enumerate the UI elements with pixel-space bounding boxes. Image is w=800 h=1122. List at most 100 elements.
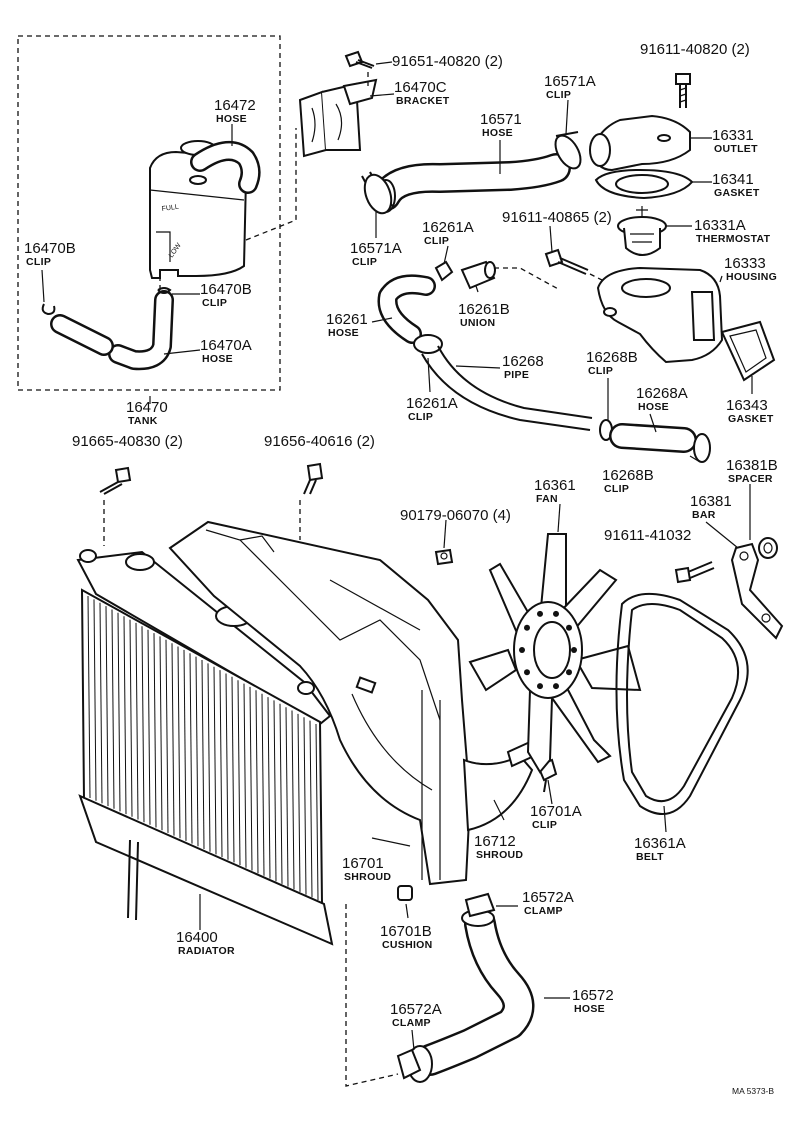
callout-91611-40820: 91611-40820 (2): [640, 41, 750, 58]
part-number: 16268A: [636, 385, 688, 402]
part-name: CLAMP: [524, 905, 563, 917]
leader-lines: [41, 61, 753, 1051]
tank-full-mark: FULL: [161, 204, 179, 213]
part-number: 16331: [712, 127, 754, 144]
part-number: 16268: [502, 353, 544, 370]
gasket-16341: [594, 168, 694, 200]
part-number: 16261: [326, 311, 368, 328]
part-number: 16343: [726, 397, 768, 414]
thermostat-housing: [596, 266, 724, 364]
part-name: CLIP: [532, 819, 557, 831]
upper-hose: [361, 131, 582, 215]
part-name: HOSE: [482, 127, 513, 139]
bolt-91611-40865: [544, 248, 611, 285]
part-name: BAR: [692, 509, 716, 521]
part-name: SHROUD: [476, 849, 523, 861]
part-name: HOSE: [574, 1003, 605, 1015]
part-number: 16331A: [694, 217, 746, 234]
part-number: 91651-40820 (2): [392, 53, 503, 70]
bypass-hose-group: [377, 260, 711, 463]
nut-90179-06070: [434, 548, 454, 566]
figure-code: MA 5373-B: [732, 1086, 774, 1096]
part-number: 16701B: [380, 923, 432, 940]
part-name: HOSE: [638, 401, 669, 413]
part-number: 16571A: [350, 240, 402, 257]
part-number: 90179-06070 (4): [400, 507, 511, 524]
part-number: 16400: [176, 929, 218, 946]
part-name: SPACER: [728, 473, 773, 485]
part-name: HOSE: [202, 353, 233, 365]
tank-group: FULL LOW: [17, 35, 297, 391]
part-number: 91656-40616 (2): [264, 433, 375, 450]
part-name: RADIATOR: [178, 945, 235, 957]
part-number: 16341: [712, 171, 754, 188]
part-number: 16571A: [544, 73, 596, 90]
part-number: 16470: [126, 399, 168, 416]
part-number: 16381: [690, 493, 732, 510]
part-name: PIPE: [504, 369, 529, 381]
radiator-core-fins: [87, 595, 319, 901]
part-number: 16381B: [726, 457, 778, 474]
part-number: 16261B: [458, 301, 510, 318]
adjusting-bar: [674, 537, 784, 640]
part-name: CLIP: [604, 483, 629, 495]
part-number: 16472: [214, 97, 256, 114]
part-number: 16712: [474, 833, 516, 850]
part-number: 16572A: [522, 889, 574, 906]
part-number: 16701A: [530, 803, 582, 820]
part-name: HOSE: [328, 327, 359, 339]
part-number: 16361A: [634, 835, 686, 852]
part-name: CLIP: [424, 235, 449, 247]
part-name: CLIP: [202, 297, 227, 309]
part-number: 16701: [342, 855, 384, 872]
part-name: HOSE: [216, 113, 247, 125]
bracket-16470c: [298, 50, 378, 158]
part-number: 91611-40865 (2): [502, 209, 612, 226]
part-number: 16261A: [422, 219, 474, 236]
part-number: 16470B: [200, 281, 252, 298]
part-number: 16572A: [390, 1001, 442, 1018]
part-name: CLIP: [546, 89, 571, 101]
part-number: 16571: [480, 111, 522, 128]
callout-91611-41032: 91611-41032: [604, 527, 691, 544]
tank-group-frame: [17, 35, 281, 391]
part-name: BELT: [636, 851, 664, 863]
part-name: SHROUD: [344, 871, 391, 883]
part-name: CLIP: [588, 365, 613, 377]
part-name: GASKET: [728, 413, 774, 425]
fan-shroud: [168, 520, 536, 901]
part-name: CLIP: [408, 411, 433, 423]
callout-91651-40820: 91651-40820 (2): [392, 53, 503, 70]
part-number: 16470B: [24, 240, 76, 257]
part-name: CLIP: [352, 256, 377, 268]
part-number: 16470C: [394, 79, 447, 96]
